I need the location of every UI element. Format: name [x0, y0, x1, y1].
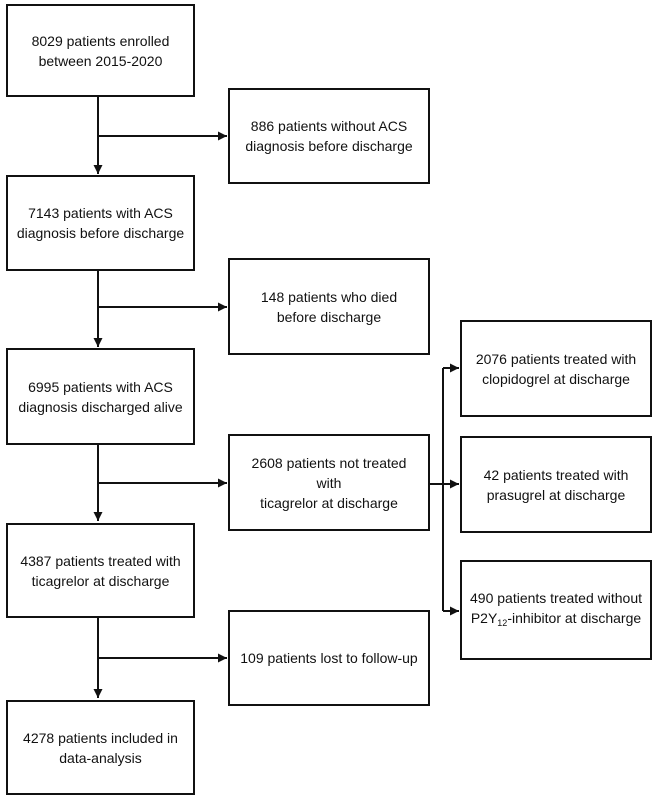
box-clopidogrel-text: 2076 patients treated with clopidogrel a… — [475, 350, 637, 387]
box-ticagrelor: 4387 patients treated with ticagrelor at… — [6, 523, 195, 618]
no-p2y12-line2-pre: P2Y — [470, 609, 498, 626]
no-p2y12-line1: 490 patients treated without — [470, 589, 643, 606]
box-included: 4278 patients included in data-analysis — [6, 700, 195, 795]
box-acs-before-discharge-text: 7143 patients with ACS diagnosis before … — [16, 205, 185, 241]
box-not-ticagrelor: 2608 patients not treated with ticagrelo… — [228, 434, 430, 531]
box-no-p2y12: 490 patients treated without P2Y12-inhib… — [460, 560, 652, 660]
no-p2y12-line2-post: -inhibitor at discharge — [507, 609, 642, 626]
box-clopidogrel: 2076 patients treated with clopidogrel a… — [460, 320, 652, 417]
box-discharged-alive-text: 6995 patients with ACS diagnosis dischar… — [18, 378, 183, 415]
box-prasugrel-text: 42 patients treated with prasugrel at di… — [483, 466, 629, 503]
box-ticagrelor-text: 4387 patients treated with ticagrelor at… — [20, 552, 181, 589]
box-without-acs-text: 886 patients without ACS diagnosis befor… — [245, 118, 413, 154]
box-without-acs: 886 patients without ACS diagnosis befor… — [228, 88, 430, 184]
box-died: 148 patients who died before discharge — [228, 258, 430, 355]
box-discharged-alive: 6995 patients with ACS diagnosis dischar… — [6, 348, 195, 445]
box-enrolled-text: 8029 patients enrolled between 2015-2020 — [31, 32, 170, 69]
no-p2y12-subscript: 12 — [497, 617, 508, 628]
box-no-p2y12-text: 490 patients treated without P2Y12-inhib… — [470, 588, 642, 633]
box-prasugrel: 42 patients treated with prasugrel at di… — [460, 436, 652, 533]
box-acs-before-discharge: 7143 patients with ACS diagnosis before … — [6, 175, 195, 271]
no-p2y12-line2: P2Y12-inhibitor at discharge — [470, 608, 642, 633]
box-lost-followup-text: 109 patients lost to follow-up — [240, 650, 418, 666]
box-included-text: 4278 patients included in data-analysis — [23, 729, 178, 766]
box-died-text: 148 patients who died before discharge — [260, 288, 398, 325]
box-not-ticagrelor-text: 2608 patients not treated with ticagrelo… — [251, 454, 407, 511]
box-lost-followup: 109 patients lost to follow-up — [228, 610, 430, 706]
box-enrolled: 8029 patients enrolled between 2015-2020 — [6, 4, 195, 97]
